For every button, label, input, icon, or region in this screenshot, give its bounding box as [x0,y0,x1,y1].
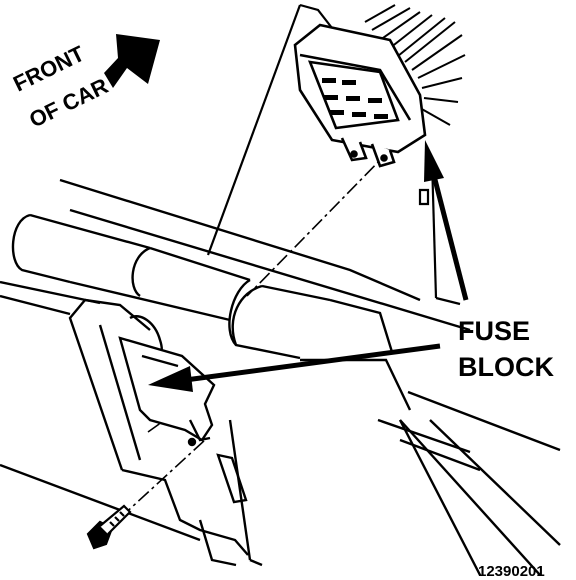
fuse-block-mounted [118,336,216,447]
crossmember [11,213,394,360]
arrow-to-upper-block [429,167,469,301]
arrow-head-lower-icon [148,366,193,392]
instrument-panel-frame [0,178,561,576]
arrow-head-upper-icon [424,140,444,182]
callout-label-line1: FUSE [458,316,530,346]
figure-id: 12390201 [478,563,545,580]
wire-harness [364,4,466,126]
guide-line-fuse-block [246,147,393,297]
bolt-icon [86,504,132,550]
guide-lines [119,147,393,519]
front-of-car-indicator: FRONT OF CAR [9,34,160,132]
fuse-slots [322,78,388,119]
kick-panel [206,3,461,306]
arrow-to-lower-block [177,343,441,384]
callout-arrows [148,140,469,392]
fuse-block-detached [293,4,466,168]
callout-label-line2: BLOCK [458,352,554,382]
direction-arrow-icon [104,34,160,88]
